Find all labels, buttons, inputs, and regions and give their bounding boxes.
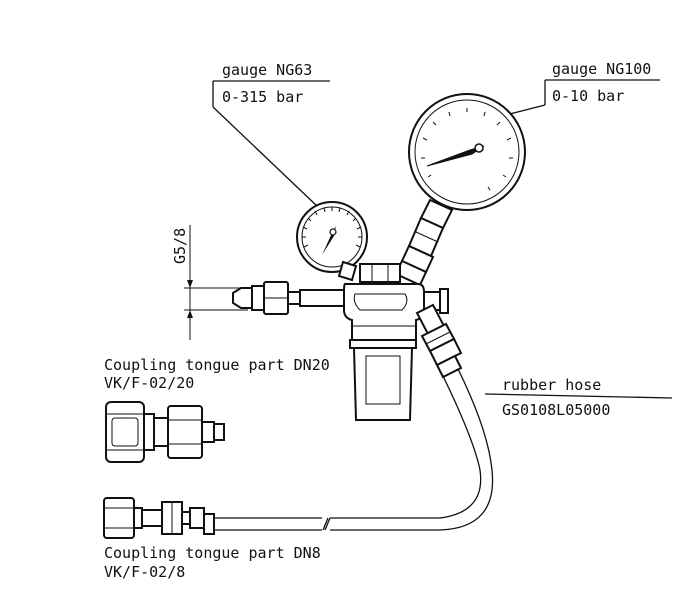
coupling-dn20-code: VK/F-02/20 [104, 374, 194, 392]
leader-gauge-ng63 [212, 80, 330, 208]
hose-code: GS0108L05000 [502, 401, 610, 419]
hose-name: rubber hose [502, 376, 601, 394]
hose-fitting [415, 303, 463, 379]
gauge-ng63-name: gauge NG63 [222, 61, 312, 79]
gauge-ng63-stem [337, 260, 358, 282]
inlet-fitting [232, 281, 345, 315]
coupling-dn20-name: Coupling tongue part DN20 [104, 356, 330, 374]
gauge-ng63-range: 0-315 bar [222, 88, 303, 106]
thread-size-label: G5/8 [171, 228, 189, 264]
coupling-dn8-code: VK/F-02/8 [104, 563, 185, 581]
dimension-g58 [184, 225, 248, 340]
pressure-reducer-body [343, 263, 449, 421]
coupling-dn8 [103, 497, 215, 539]
leader-rubber-hose [484, 393, 673, 399]
coupling-dn8-name: Coupling tongue part DN8 [104, 544, 321, 562]
gauge-ng100 [408, 93, 526, 211]
gauge-ng100-stem [389, 198, 454, 297]
gauge-ng100-name: gauge NG100 [552, 60, 651, 78]
gauge-ng100-range: 0-10 bar [552, 87, 624, 105]
coupling-dn20 [105, 401, 225, 463]
gauge-ng63 [296, 201, 368, 273]
rubber-hose [214, 368, 494, 531]
